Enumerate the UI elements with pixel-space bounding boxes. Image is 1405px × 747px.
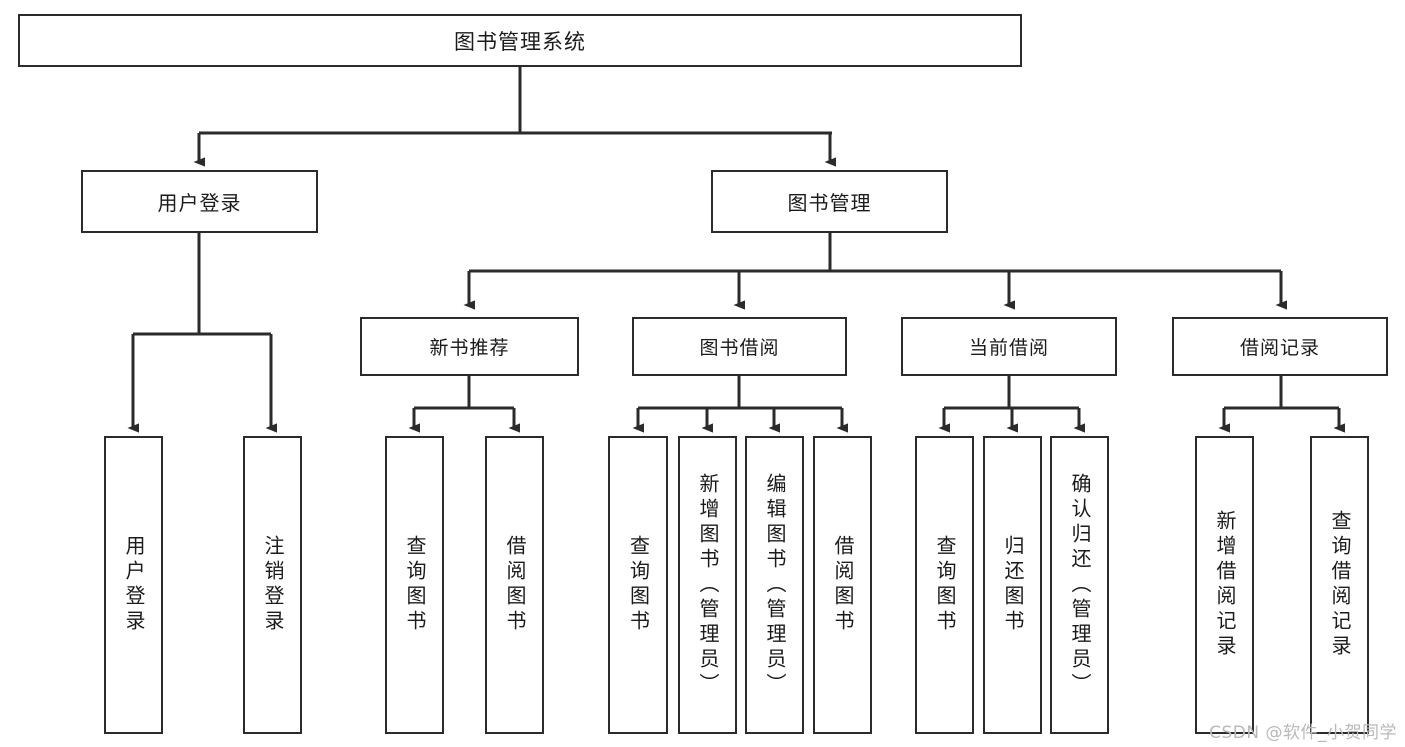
leaf-edit-book-label: 编辑图书（管理员） (763, 472, 787, 698)
node-user-login[interactable]: 用户登录 (81, 170, 318, 233)
leaf-return-book-label: 归还图书 (1001, 535, 1025, 635)
leaf-query-book-3[interactable]: 查询图书 (915, 436, 974, 734)
watermark-text: CSDN @软件_小贺同学 (1209, 723, 1397, 743)
leaf-add-book-label: 新增图书（管理员） (696, 472, 720, 698)
leaf-borrow-book-1-label: 借阅图书 (503, 535, 527, 635)
node-book-borrow-label: 图书借阅 (699, 337, 780, 359)
leaf-query-record-label: 查询借阅记录 (1328, 510, 1352, 660)
node-new-book-rec[interactable]: 新书推荐 (360, 317, 579, 376)
leaf-borrow-book-1[interactable]: 借阅图书 (485, 436, 544, 734)
leaf-return-book[interactable]: 归还图书 (983, 436, 1042, 734)
leaf-logout-login[interactable]: 注销登录 (243, 436, 302, 734)
node-current-borrow[interactable]: 当前借阅 (901, 317, 1117, 376)
leaf-query-book-1[interactable]: 查询图书 (385, 436, 444, 734)
leaf-borrow-book-2-label: 借阅图书 (831, 535, 855, 635)
node-root-label: 图书管理系统 (454, 29, 586, 54)
leaf-user-login-label: 用户登录 (122, 535, 146, 635)
node-book-manage-label: 图书管理 (787, 191, 872, 215)
node-new-book-rec-label: 新书推荐 (429, 337, 510, 359)
leaf-user-login[interactable]: 用户登录 (104, 436, 163, 734)
leaf-query-book-2-label: 查询图书 (626, 535, 651, 635)
node-current-borrow-label: 当前借阅 (968, 337, 1049, 359)
leaf-borrow-book-2[interactable]: 借阅图书 (813, 436, 872, 734)
leaf-query-book-3-label: 查询图书 (933, 535, 957, 635)
leaf-edit-book[interactable]: 编辑图书（管理员） (745, 436, 804, 734)
leaf-add-book[interactable]: 新增图书（管理员） (678, 436, 737, 734)
leaf-add-record-label: 新增借阅记录 (1213, 510, 1237, 660)
leaf-query-book-2[interactable]: 查询图书 (608, 436, 668, 734)
node-book-borrow[interactable]: 图书借阅 (632, 317, 847, 376)
node-book-manage[interactable]: 图书管理 (711, 170, 948, 233)
leaf-add-record[interactable]: 新增借阅记录 (1195, 436, 1254, 734)
leaf-confirm-return[interactable]: 确认归还（管理员） (1050, 436, 1109, 734)
leaf-query-book-1-label: 查询图书 (403, 535, 427, 635)
node-borrow-record[interactable]: 借阅记录 (1172, 317, 1388, 376)
node-root[interactable]: 图书管理系统 (18, 14, 1022, 67)
leaf-logout-login-label: 注销登录 (261, 535, 285, 635)
node-borrow-record-label: 借阅记录 (1239, 337, 1320, 359)
node-user-login-label: 用户登录 (157, 191, 242, 215)
leaf-query-record[interactable]: 查询借阅记录 (1310, 436, 1369, 734)
leaf-confirm-return-label: 确认归还（管理员） (1068, 472, 1092, 698)
